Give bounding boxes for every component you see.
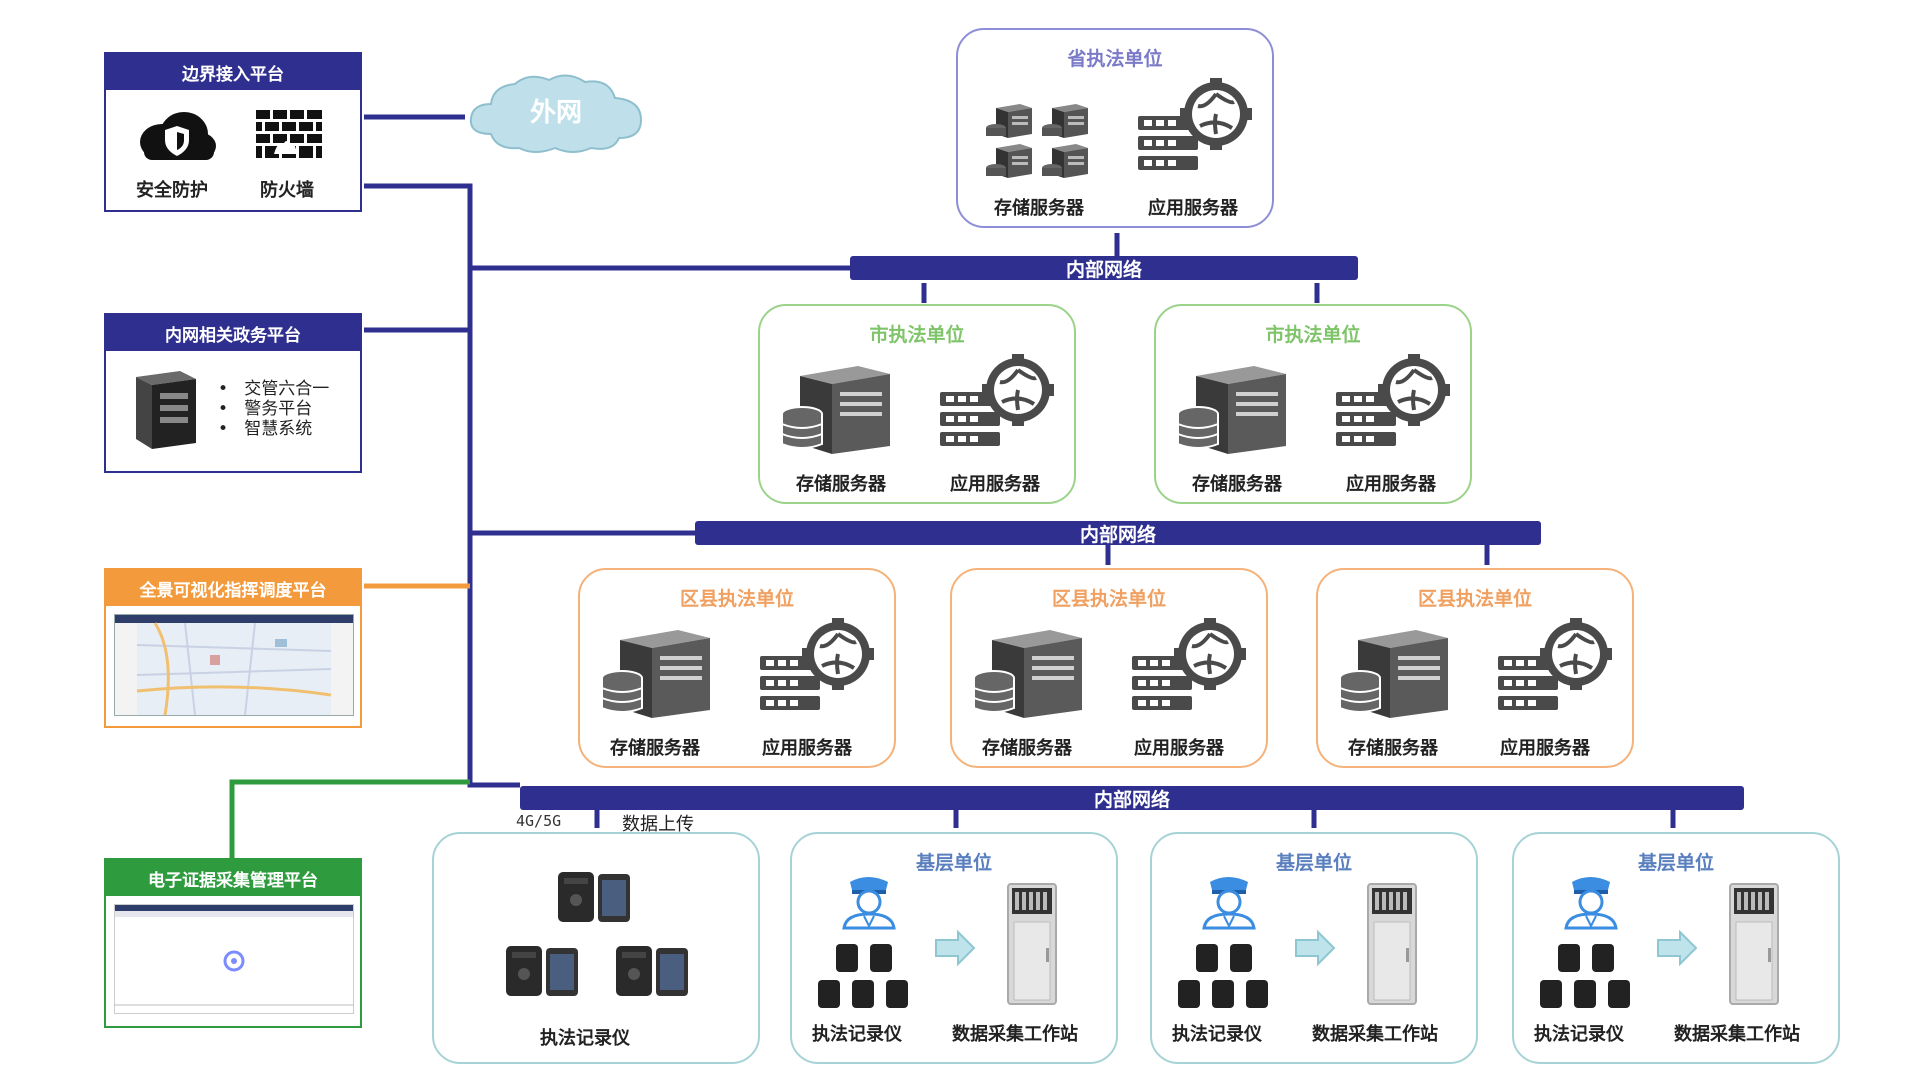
recorder-label: 执法记录仪 [812,1024,902,1045]
storage-server-cluster-icon [986,90,1098,180]
officer-recorders-icon [1536,872,1646,1022]
province-unit: 省执法单位 [956,28,1274,228]
recorder-label: 执法记录仪 [1534,1024,1624,1045]
unit-title: 市执法单位 [869,324,965,346]
city-unit-2: 市执法单位 存 [1154,304,1472,504]
platform-list: • 交管六合一 • 警务平台 • 智慧系统 [218,379,329,439]
arrow-right-icon [1656,929,1698,967]
intranet-gov-platform: 内网相关政务平台 • 交管六合一 • 警务平台 • 智慧系统 [104,313,362,473]
panel-title: 内网相关政务平台 [106,315,360,351]
collection-workstation-icon [1006,882,1058,1006]
list-item: • 智慧系统 [218,419,313,439]
internal-network-bus-3: 内部网络 [520,786,1744,811]
dispatch-command-platform: 全景可视化指挥调度平台 [104,568,362,728]
shield-cloud-icon [134,110,220,166]
panel-title: 边界接入平台 [106,54,360,90]
storage-server-icon [1338,626,1458,718]
storage-label: 存储服务器 [994,198,1084,219]
storage-server-icon [972,626,1092,718]
firewall-icon [256,110,322,160]
collection-workstation-icon [1728,882,1780,1006]
station-label: 数据采集工作站 [1674,1024,1800,1045]
recorder-label: 执法记录仪 [540,1028,630,1049]
app-server-icon [938,354,1058,454]
base-unit-3: 基层单位 [1512,832,1840,1064]
arrow-right-icon [1294,929,1336,967]
collection-workstation-icon [1366,882,1418,1006]
app-server-icon [1496,618,1616,718]
station-label: 数据采集工作站 [952,1024,1078,1045]
app-server-icon [1136,78,1256,178]
security-label: 安全防护 [136,180,208,201]
data-upload-label: 数据上传 [622,814,694,835]
district-unit-2: 区县执法单位 [950,568,1268,768]
city-unit-1: 市执法单位 存 [758,304,1076,504]
border-access-platform: 边界接入平台 安全防护 防火墙 [104,52,362,212]
firewall-label: 防火墙 [260,180,314,201]
recorder-label: 执法记录仪 [1172,1024,1262,1045]
unit-title: 基层单位 [1637,852,1714,874]
app-label: 应用服务器 [1346,474,1436,495]
web-screenshot-icon [114,904,354,1014]
app-server-icon [758,618,878,718]
unit-title: 区县执法单位 [1051,588,1166,610]
officer-recorders-icon [1174,872,1284,1022]
arrow-right-icon [934,929,976,967]
base-unit-1: 基层单位 [790,832,1118,1064]
network-type-label: 4G/5G [516,812,562,830]
unit-title: 省执法单位 [1067,48,1163,70]
app-server-icon [1334,354,1454,454]
district-unit-1: 区县执法单位 [578,568,896,768]
panel-title: 全景可视化指挥调度平台 [106,570,360,606]
internal-network-bus-2: 内部网络 [695,521,1541,546]
app-label: 应用服务器 [1500,738,1590,759]
storage-server-icon [780,362,900,454]
app-label: 应用服务器 [762,738,852,759]
cloud-label: 外网 [529,98,582,128]
list-item: • 交管六合一 [218,379,330,399]
district-unit-3: 区县执法单位 [1316,568,1634,768]
officer-recorders-icon [814,872,924,1022]
storage-label: 存储服务器 [1348,738,1438,759]
base-unit-2: 基层单位 [1150,832,1478,1064]
storage-server-icon [1176,362,1296,454]
unit-title: 基层单位 [1275,852,1352,874]
evidence-management-platform: 电子证据采集管理平台 [104,858,362,1028]
app-label: 应用服务器 [1148,198,1238,219]
list-item: • 警务平台 [218,399,313,419]
unit-title: 基层单位 [915,852,992,874]
map-screenshot-icon [114,614,354,716]
cloud-icon: 外网 [463,70,649,156]
unit-title: 市执法单位 [1265,324,1361,346]
station-label: 数据采集工作站 [1312,1024,1438,1045]
unit-title: 区县执法单位 [1417,588,1532,610]
app-server-icon [1130,618,1250,718]
recorder-direct-group: 执法记录仪 [432,832,760,1064]
panel-title: 电子证据采集管理平台 [106,860,360,896]
app-label: 应用服务器 [1134,738,1224,759]
storage-server-icon [600,626,720,718]
server-tower-icon [128,369,204,449]
storage-label: 存储服务器 [796,474,886,495]
storage-label: 存储服务器 [610,738,700,759]
storage-label: 存储服务器 [1192,474,1282,495]
internal-network-bus-1: 内部网络 [850,256,1358,281]
body-camera-cluster-icon [498,870,688,1020]
storage-label: 存储服务器 [982,738,1072,759]
app-label: 应用服务器 [950,474,1040,495]
unit-title: 区县执法单位 [679,588,794,610]
